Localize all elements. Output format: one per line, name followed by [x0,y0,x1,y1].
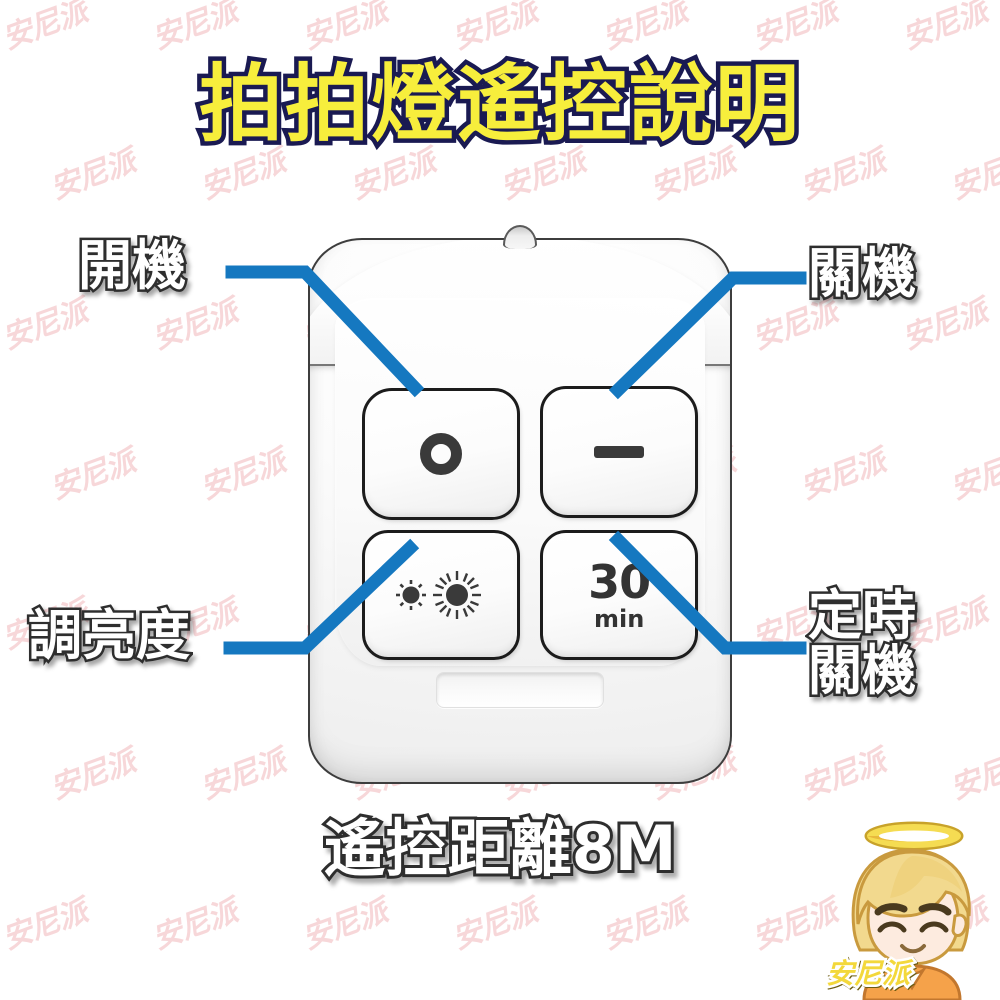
watermark-text: 安尼派 [795,143,890,207]
watermark-text: 安尼派 [147,893,242,957]
watermark-text: 安尼派 [45,443,140,507]
callout-label-power-on: 開機 [76,234,189,297]
brand-mascot: 安尼派 [818,812,1000,1000]
watermark-text: 安尼派 [147,293,242,357]
brightness-button[interactable] [362,530,521,660]
watermark-text: 安尼派 [0,0,92,57]
power-on-button[interactable] [362,388,521,520]
watermark-text: 安尼派 [945,743,1000,807]
battery-cover-slot [436,672,604,708]
distance-caption-text: 遙控距離8M [321,809,680,888]
timer-button[interactable]: 30 min [540,530,699,660]
mascot-brand-name: 安尼派 [823,955,912,993]
watermark-text: 安尼派 [0,893,92,957]
brightness-icon [396,571,482,619]
watermark-text: 安尼派 [45,743,140,807]
watermark-text: 安尼派 [195,443,290,507]
watermark-text: 安尼派 [147,0,242,57]
distance-caption: 遙控距離8M [0,798,1000,888]
watermark-text: 安尼派 [747,0,842,57]
watermark-text: 安尼派 [447,893,542,957]
halo-icon [864,821,964,851]
timer-unit: min [594,605,645,633]
watermark-text: 安尼派 [0,293,92,357]
ir-led-bump-icon [503,225,537,249]
watermark-text: 安尼派 [897,0,992,57]
remote-body: 30 min [308,238,732,784]
watermark-text: 安尼派 [945,143,1000,207]
page-title: 拍拍燈遙控說明 [0,55,1000,153]
watermark-text: 安尼派 [945,443,1000,507]
callout-label-timer: 定時 關機 [806,584,919,703]
timer-30min-icon: 30 min [588,555,651,633]
mascot-illustration [851,821,971,1000]
watermark-text: 安尼派 [45,143,140,207]
remote-button-face: 30 min [335,298,705,666]
watermark-text: 安尼派 [597,0,692,57]
watermark-text: 安尼派 [795,443,890,507]
watermark-text: 安尼派 [297,0,392,57]
callout-label-dim: 調亮度 [26,604,193,667]
power-off-button[interactable] [540,386,699,518]
dash-icon [594,446,645,458]
remote-control-device: 30 min [308,225,732,784]
watermark-text: 安尼派 [195,743,290,807]
watermark-text: 安尼派 [597,893,692,957]
timer-number: 30 [588,555,651,609]
page-title-text: 拍拍燈遙控說明 [194,55,803,153]
callout-label-power-off: 關機 [806,242,919,305]
watermark-text: 安尼派 [297,893,392,957]
watermark-text: 安尼派 [447,0,542,57]
watermark-text: 安尼派 [795,743,890,807]
circle-icon [420,433,463,475]
